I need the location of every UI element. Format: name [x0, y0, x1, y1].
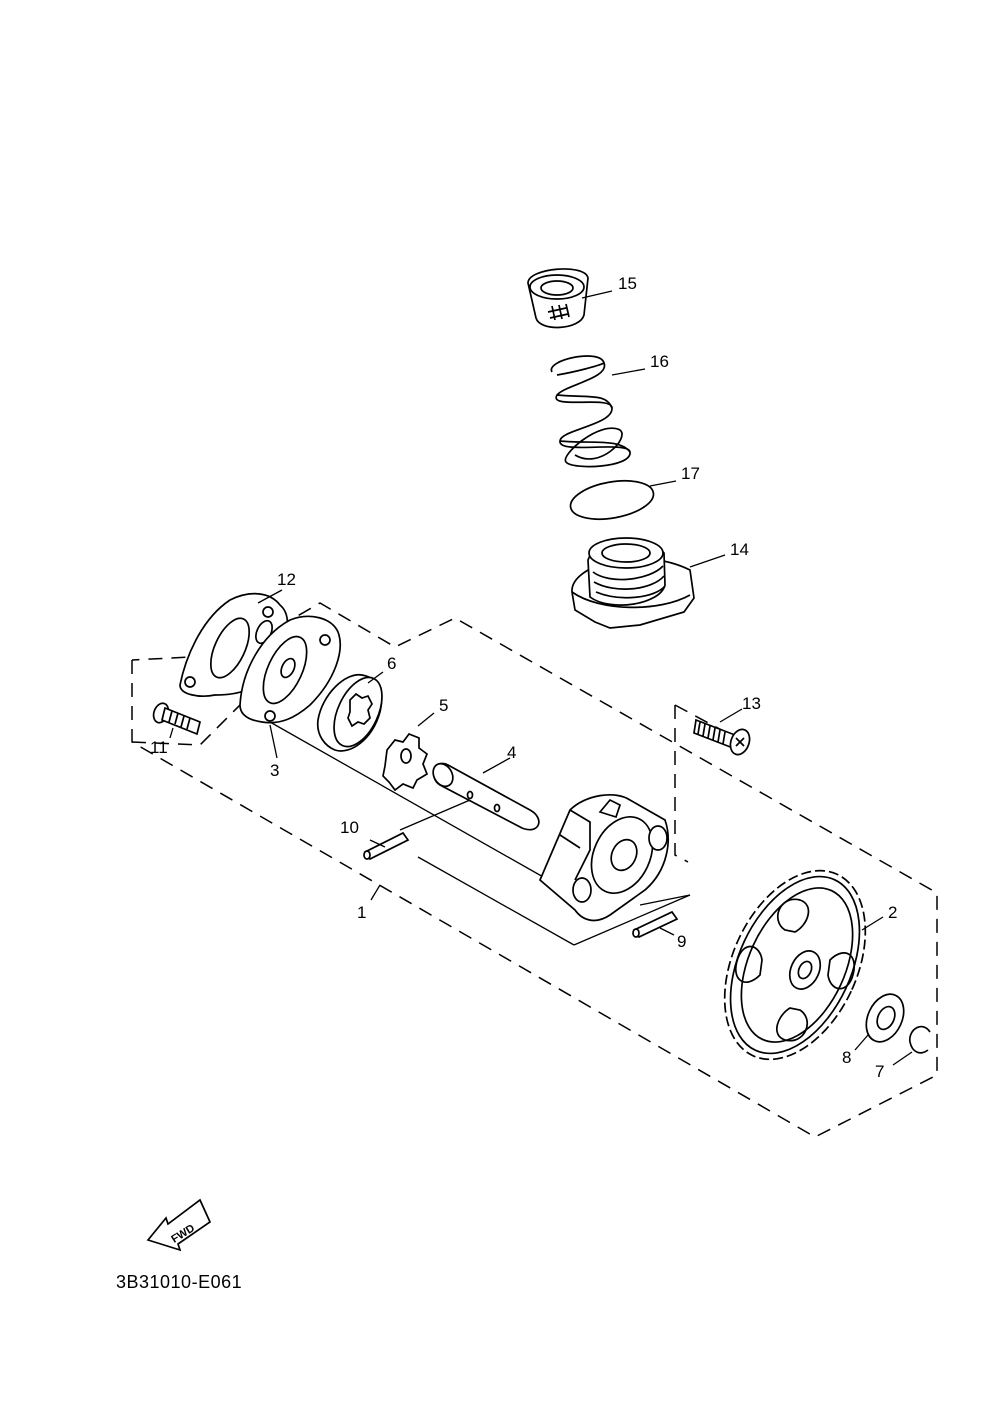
callout-2: 2 — [888, 903, 897, 922]
filter-housing-part — [571, 537, 695, 629]
callout-labels: 15 16 17 14 12 6 5 13 4 11 3 10 1 2 9 8 … — [150, 274, 897, 1081]
callout-5: 5 — [439, 696, 448, 715]
assembly-axis-lines — [269, 721, 691, 946]
pump-body-part — [538, 793, 669, 922]
bolt-11-part — [152, 702, 202, 736]
pump-shaft-part — [432, 762, 540, 831]
callout-4: 4 — [507, 743, 516, 762]
callout-8: 8 — [842, 1048, 851, 1067]
strainer-cap-part — [527, 268, 589, 329]
pump-cover-part — [239, 615, 342, 724]
coil-spring-part — [550, 355, 631, 468]
pin-10-part — [363, 831, 410, 861]
callout-3: 3 — [270, 761, 279, 780]
washer-part — [865, 993, 905, 1043]
callout-10: 10 — [340, 818, 359, 837]
callout-14: 14 — [730, 540, 749, 559]
callout-17: 17 — [681, 464, 700, 483]
assembly-outline — [131, 602, 938, 1138]
outer-rotor-part — [316, 674, 383, 752]
callout-1: 1 — [357, 903, 366, 922]
drive-gear-part — [723, 869, 867, 1061]
callout-11: 11 — [150, 738, 168, 757]
forward-direction-arrow: FWD — [146, 1198, 212, 1252]
leader-lines — [169, 290, 913, 1066]
callout-13: 13 — [742, 694, 761, 713]
callout-16: 16 — [650, 352, 669, 371]
pin-9-part — [632, 910, 679, 939]
callout-7: 7 — [875, 1062, 884, 1081]
callout-15: 15 — [618, 274, 637, 293]
o-ring-part — [569, 479, 655, 521]
circlip-part — [909, 1025, 931, 1054]
screw-13-part — [693, 718, 751, 756]
callout-12: 12 — [277, 570, 296, 589]
callout-6: 6 — [387, 654, 396, 673]
drawing-code: 3B31010-E061 — [116, 1272, 242, 1292]
inner-rotor-part — [382, 732, 429, 792]
callout-9: 9 — [677, 932, 686, 951]
